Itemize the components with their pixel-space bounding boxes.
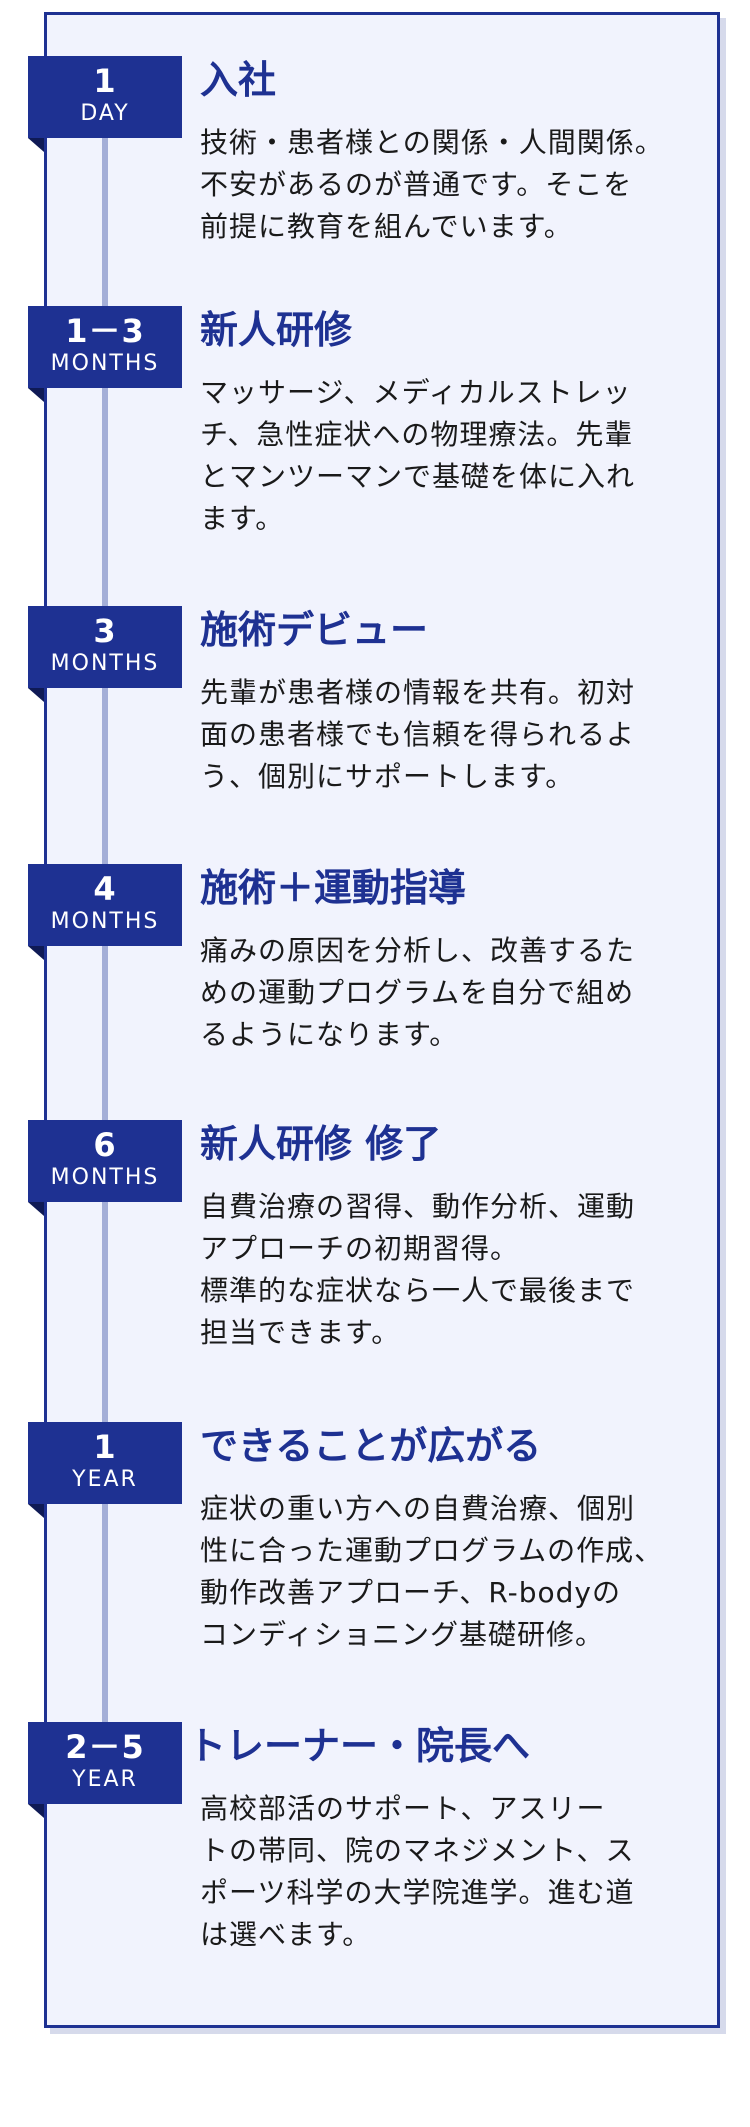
timeline-line — [102, 110, 108, 1790]
step-description-line: 先輩が患者様の情報を共有。初対 — [200, 676, 636, 709]
step-description-line: ポーツ科学の大学院進学。進む道 — [200, 1876, 635, 1909]
step-badge-unit: YEAR — [72, 1467, 138, 1492]
step-badge-number: 6 — [93, 1126, 117, 1164]
step-description-line: 前提に教育を組んでいます。 — [200, 210, 573, 243]
step-badge: 4 MONTHS — [28, 864, 182, 960]
step-description: 痛みの原因を分析し、改善するた めの運動プログラムを自分で組め るようになります… — [200, 930, 710, 1056]
step-description: マッサージ、メディカルストレッ チ、急性症状への物理療法。先輩 とマンツーマンで… — [200, 372, 710, 540]
step-badge-number: 3 — [93, 612, 117, 650]
step-title: できることが広がる — [200, 1424, 542, 1468]
step-badge-unit: MONTHS — [50, 1165, 160, 1190]
step-description: 技術・患者様との関係・人間関係。 不安があるのが普通です。そこを 前提に教育を組… — [200, 122, 710, 248]
step-title: 施術デビュー — [200, 608, 429, 652]
step-description-line: マッサージ、メディカルストレッ — [200, 376, 632, 409]
step-description-line: 性に合った運動プログラムの作成、 — [200, 1534, 664, 1567]
step-badge: 1 YEAR — [28, 1422, 182, 1518]
step-description: 症状の重い方への自費治療、個別 性に合った運動プログラムの作成、 動作改善アプロ… — [200, 1488, 710, 1656]
step-description-line: チ、急性症状への物理療法。先輩 — [200, 418, 634, 451]
step-description-line: は選べます。 — [200, 1918, 372, 1951]
step-description-line: 高校部活のサポート、アスリー — [200, 1792, 606, 1825]
step-description-line: う、個別にサポートします。 — [200, 760, 575, 793]
step-description-line: 技術・患者様との関係・人間関係。 — [200, 126, 664, 159]
step-badge: 2－5 YEAR — [28, 1722, 182, 1818]
step-badge-number: 4 — [93, 870, 117, 908]
step-badge-unit: MONTHS — [50, 909, 160, 934]
step-badge-number: 2－5 — [65, 1728, 145, 1766]
step-description-line: 不安があるのが普通です。そこを — [200, 168, 633, 201]
step-description-line: コンディショニング基礎研修。 — [200, 1618, 605, 1651]
step-title: 新人研修 — [200, 308, 353, 352]
step-title: 施術＋運動指導 — [200, 866, 467, 910]
step-description-line: ます。 — [200, 502, 285, 535]
step-badge: 1 DAY — [28, 56, 182, 152]
step-badge-number: 1 — [93, 62, 117, 100]
step-description-line: 自費治療の習得、動作分析、運動 — [200, 1190, 636, 1223]
step-description-line: 症状の重い方への自費治療、個別 — [200, 1492, 636, 1525]
step-badge-number: 1 — [93, 1428, 117, 1466]
step-description: 高校部活のサポート、アスリー トの帯同、院のマネジメント、ス ポーツ科学の大学院… — [200, 1788, 710, 1956]
step-description-line: とマンツーマンで基礎を体に入れ — [200, 460, 636, 493]
step-badge: 3 MONTHS — [28, 606, 182, 702]
step-description-line: 痛みの原因を分析し、改善するた — [200, 934, 636, 967]
step-badge-unit: YEAR — [72, 1767, 138, 1792]
step-description: 先輩が患者様の情報を共有。初対 面の患者様でも信頼を得られるよ う、個別にサポー… — [200, 672, 710, 798]
step-badge-unit: MONTHS — [50, 351, 160, 376]
step-description-line: 面の患者様でも信頼を得られるよ — [200, 718, 636, 751]
step-badge-number: 1－3 — [65, 312, 145, 350]
step-title: トレーナー・院長へ — [188, 1724, 531, 1768]
step-badge-unit: DAY — [80, 101, 130, 126]
step-description-line: 動作改善アプローチ、R-bodyの — [200, 1576, 621, 1609]
step-title: 入社 — [200, 58, 277, 102]
step-badge: 6 MONTHS — [28, 1120, 182, 1216]
step-description-line: るようになります。 — [200, 1018, 459, 1051]
step-description-line: アプローチの初期習得。 — [200, 1232, 520, 1265]
step-description-line: 標準的な症状なら一人で最後まで — [200, 1274, 636, 1307]
step-description-line: トの帯同、院のマネジメント、ス — [200, 1834, 635, 1867]
step-badge: 1－3 MONTHS — [28, 306, 182, 402]
step-description-line: めの運動プログラムを自分で組め — [200, 976, 635, 1009]
step-description: 自費治療の習得、動作分析、運動 アプローチの初期習得。 標準的な症状なら一人で最… — [200, 1186, 710, 1354]
step-title: 新人研修 修了 — [200, 1122, 442, 1166]
step-description-line: 担当できます。 — [200, 1316, 401, 1349]
step-badge-unit: MONTHS — [50, 651, 160, 676]
